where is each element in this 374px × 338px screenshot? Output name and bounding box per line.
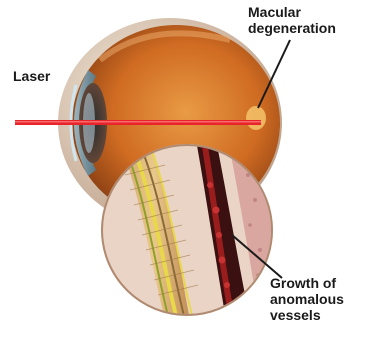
laser-label: Laser xyxy=(13,68,50,84)
growth-label-line-2: anomalous xyxy=(270,291,344,307)
growth-label-line-1: Growth of xyxy=(270,275,344,291)
growth-label-line-3: vessels xyxy=(270,307,344,323)
macular-label-line-1: Macular xyxy=(248,4,336,20)
macular-label-line-2: degeneration xyxy=(248,20,336,36)
macula-spot xyxy=(246,106,266,130)
macular-degeneration-label: Macular degeneration xyxy=(248,4,336,36)
laser-beam xyxy=(15,120,261,125)
growth-vessels-label: Growth of anomalous vessels xyxy=(270,275,344,323)
